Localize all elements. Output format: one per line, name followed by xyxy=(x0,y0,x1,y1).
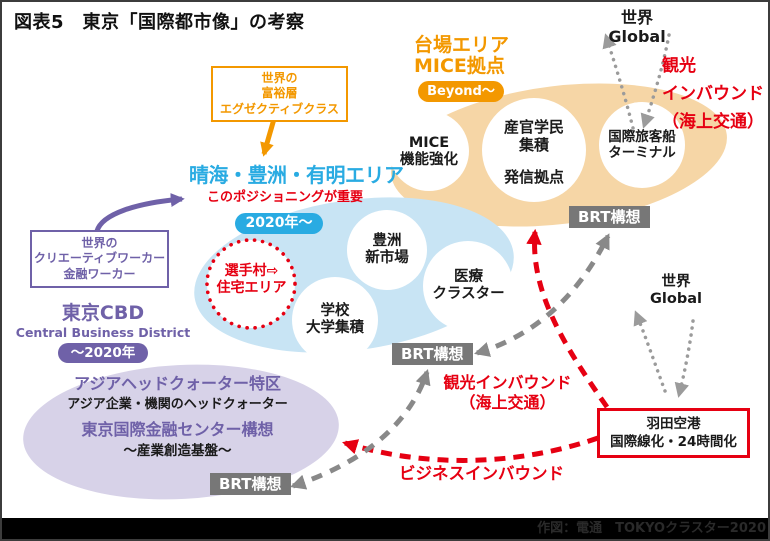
haneda-line2: 国際線化・24時間化 xyxy=(610,434,737,451)
dotted-arrow-global-to-haneda xyxy=(674,319,695,398)
kanko-top-line2: インバウンド xyxy=(662,84,764,105)
medical-line2: クラスター xyxy=(432,286,505,303)
wealthy-class-box: 世界の 富裕層 エグゼクティブクラス xyxy=(211,66,348,123)
kanko-mid-line1: 観光インバウンド xyxy=(443,373,572,392)
sangaku-line3: 発信拠点 xyxy=(503,168,564,186)
toyosu-circle-label: 豊洲 新市場 xyxy=(345,233,429,268)
haneda-airport-box: 羽田空港 国際線化・24時間化 xyxy=(597,408,750,459)
brt-badge-top: BRT構想 xyxy=(569,206,650,228)
toyosu-circle xyxy=(347,210,427,290)
beyond-badge: Beyond～ xyxy=(418,81,504,102)
world-right-line1: 世界 xyxy=(661,274,691,290)
odaiba-area-title: 台場エリア MICE拠点 xyxy=(414,35,509,77)
positioning-note: このポジショニングが重要 xyxy=(207,190,364,205)
school-circle-label: 学校 大学集積 xyxy=(293,303,377,338)
gray-dashed-arrow-brt-bottom-middle xyxy=(290,369,431,490)
world-global-top-label: 世界 Global xyxy=(600,8,674,46)
terminal-line2: ターミナル xyxy=(608,145,676,162)
harumi-area-title: 晴海・豊洲・有明エリア xyxy=(189,163,404,187)
dotted-arrow-terminal-to-global xyxy=(602,33,635,130)
tourism-inbound-top-label: 観光 インバウンド （海上交通） xyxy=(662,52,764,136)
world-top-line2: Global xyxy=(608,27,666,47)
sangaku-circle xyxy=(482,98,586,202)
kanko-mid-line2: （海上交通） xyxy=(459,393,556,412)
credit-bar: 作図：電通 TOKYOクラスター2020 xyxy=(2,518,768,539)
mice-line2: 機能強化 xyxy=(400,152,458,169)
mice-circle xyxy=(389,111,469,191)
purple-arrow-creative-to-harumi xyxy=(94,192,185,233)
athletes-village-label: 選手村⇨ 住宅エリア xyxy=(206,263,297,297)
kanko-top-line3: （海上交通） xyxy=(662,112,764,133)
dotted-arrow-global-to-terminal xyxy=(640,33,671,129)
world-right-line2: Global xyxy=(650,291,702,308)
creative-line3: 金融ワーカー xyxy=(63,266,136,281)
asia-hq-zone-line: アジアヘッドクォーター特区 xyxy=(73,374,282,393)
school-line1: 学校 xyxy=(320,303,350,319)
creative-worker-box: 世界の クリエーティブワーカー 金融ワーカー xyxy=(30,230,169,289)
figure-title: 図表5 東京「国際都市像」の考察 xyxy=(14,12,305,33)
mice-line1: MICE xyxy=(408,135,450,151)
medical-circle-label: 医療 クラスター xyxy=(421,269,516,304)
business-inbound-label: ビジネスインバウンド xyxy=(399,464,564,483)
world-top-line1: 世界 xyxy=(620,8,653,27)
dotted-arrow-haneda-to-global xyxy=(633,310,667,393)
medical-line1: 医療 xyxy=(454,269,483,285)
creative-line1: 世界の xyxy=(81,236,118,250)
creative-line2: クリエーティブワーカー xyxy=(33,251,166,266)
haneda-line1: 羽田空港 xyxy=(646,416,701,432)
sangaku-circle-label: 産官学民 集積 発信拠点 xyxy=(482,118,586,186)
cbd-area-text: アジアヘッドクォーター特区 アジア企業・機関のヘッドクォーター 東京国際金融セン… xyxy=(20,374,335,459)
red-dashed-arrow-haneda-to-cbd xyxy=(342,435,599,463)
terminal-circle-label: 国際旅客船 ターミナル xyxy=(596,129,688,161)
brt-badge-bottom: BRT構想 xyxy=(210,473,291,495)
school-line2: 大学集積 xyxy=(306,320,364,337)
terminal-circle xyxy=(599,102,685,188)
wealthy-line2: 富裕層 xyxy=(261,86,298,101)
mice-circle-label: MICE 機能強化 xyxy=(387,135,471,170)
toyosu-line1: 豊洲 xyxy=(372,233,402,249)
badge-2020: 2020年～ xyxy=(235,213,323,234)
wealthy-line3: エグゼクティブクラス xyxy=(219,101,340,116)
cbd-area-ellipse xyxy=(23,364,339,500)
gray-dashed-arrow-brt-middle-top xyxy=(474,233,611,357)
odaiba-title-line1: 台場エリア xyxy=(414,34,510,56)
odaiba-title-line2: MICE拠点 xyxy=(414,54,505,77)
cbd-subtitle: Central Business District xyxy=(15,325,191,340)
village-line2: 住宅エリア xyxy=(216,279,287,296)
toyosu-line2: 新市場 xyxy=(365,250,409,267)
school-circle xyxy=(292,277,378,363)
cbd-title: 東京CBD xyxy=(61,302,145,324)
village-line1: 選手村⇨ xyxy=(224,263,279,279)
sangaku-line1: 産官学民 xyxy=(503,118,564,136)
wealthy-line1: 世界の xyxy=(261,71,298,85)
terminal-line1: 国際旅客船 xyxy=(608,129,676,145)
tourism-inbound-mid-label: 観光インバウンド （海上交通） xyxy=(430,373,585,413)
industry-base-line: ～産業創造基盤～ xyxy=(123,442,232,459)
orange-arrow-wealthy-to-harumi xyxy=(260,118,277,157)
asia-hq-detail-line: アジア企業・機関のヘッドクォーター xyxy=(67,397,288,413)
cbd-badge: ～2020年 xyxy=(58,343,148,363)
brt-badge-middle: BRT構想 xyxy=(392,343,473,365)
sangaku-line2: 集積 xyxy=(518,136,549,154)
kanko-top-line1: 観光 xyxy=(662,56,696,76)
credit-text: 作図：電通 TOKYOクラスター2020 xyxy=(537,521,766,536)
world-global-right-label: 世界 Global xyxy=(643,274,709,309)
athletes-village-circle xyxy=(205,238,297,330)
finance-center-line: 東京国際金融センター構想 xyxy=(81,419,274,439)
